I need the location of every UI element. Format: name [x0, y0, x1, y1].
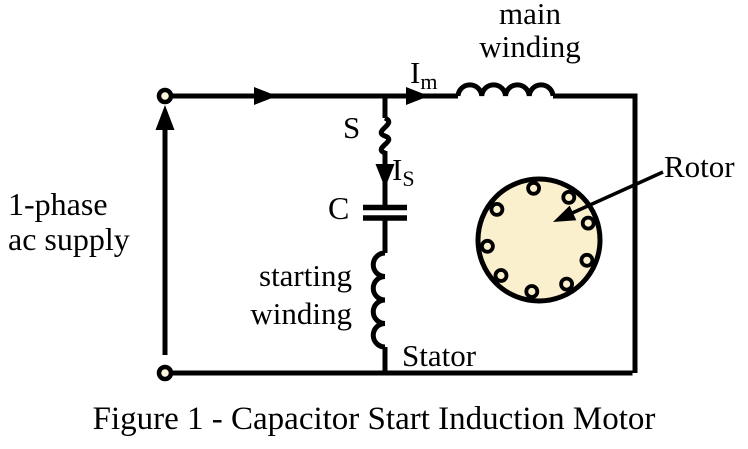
supply-label: 1-phase ac supply	[8, 187, 130, 257]
switch-icon	[378, 115, 392, 156]
rotor-bar-icon	[559, 276, 574, 292]
main-winding-label: main winding	[450, 0, 610, 63]
terminal-bottom	[156, 364, 174, 382]
supply-label-line2: ac supply	[8, 221, 130, 257]
rotor-label: Rotor	[664, 149, 735, 184]
rotor-bar-icon	[580, 215, 596, 231]
main-current-symbol: I	[410, 55, 421, 90]
starting-winding-coil-icon	[370, 250, 386, 350]
rotor-bars	[479, 180, 596, 299]
main-winding-label-line1: main	[499, 0, 561, 31]
main-current-subscript: m	[420, 69, 438, 94]
starting-winding-label-line2: winding	[250, 296, 352, 331]
rotor-bar-icon	[479, 238, 495, 254]
terminal-top	[156, 87, 174, 105]
arrow-up-icon	[155, 105, 175, 130]
rotor-bar-icon	[526, 180, 541, 196]
rotor-pointer-line	[569, 170, 664, 216]
starting-winding-label-line1: starting	[259, 258, 352, 293]
rotor-pointer-arrowhead-icon	[553, 205, 577, 222]
switch-label: S	[343, 110, 361, 145]
arrow-start-current-icon	[375, 164, 395, 188]
start-current-subscript: S	[402, 166, 415, 191]
main-winding-label-line2: winding	[479, 29, 581, 64]
arrow-main-current-icon	[406, 87, 429, 105]
starting-winding-label: starting winding	[178, 257, 352, 333]
rotor-bar-icon	[524, 284, 540, 299]
supply-label-line1: 1-phase	[8, 186, 108, 222]
start-current-symbol: I	[392, 152, 403, 187]
figure-caption: Figure 1 - Capacitor Start Induction Mot…	[92, 401, 656, 437]
capacitor-label: C	[328, 190, 350, 226]
stator-label: Stator	[402, 338, 477, 373]
main-winding-coil-icon	[455, 82, 556, 97]
start-current-label: IS	[392, 152, 415, 192]
arrow-right-icon	[254, 87, 277, 105]
rotor-circle	[475, 176, 603, 304]
capacitor-icon	[363, 204, 407, 221]
rotor-bar-icon	[493, 268, 509, 283]
rotor-bar-icon	[489, 201, 505, 217]
wire-frame-right-bottom	[171, 93, 638, 376]
rotor-bar-icon	[561, 189, 577, 205]
rotor-bar-icon	[579, 252, 595, 268]
main-current-label: Im	[410, 55, 437, 95]
